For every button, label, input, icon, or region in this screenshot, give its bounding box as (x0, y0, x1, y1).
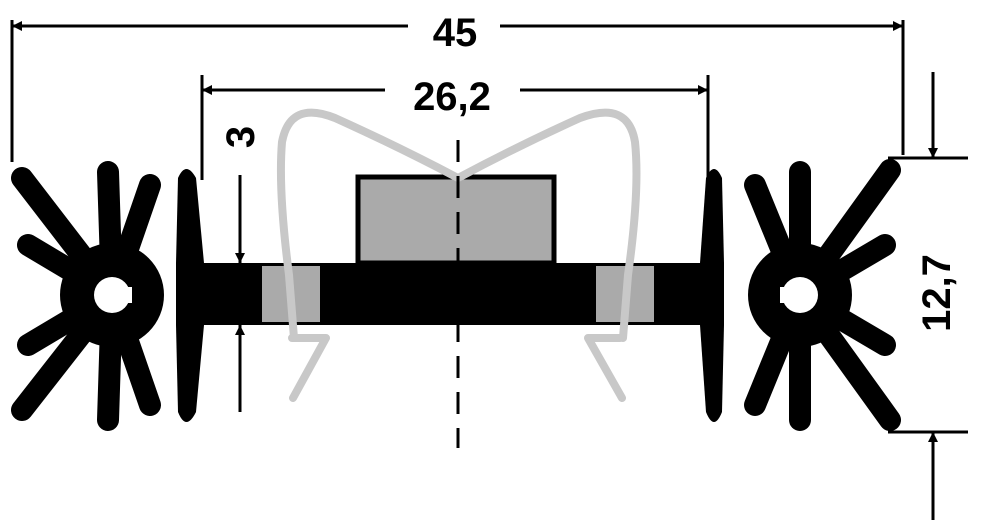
dimension-12-7: 12,7 (888, 72, 968, 520)
right-inner-fin (700, 169, 724, 422)
transistor-package (355, 174, 557, 266)
dimension-45-label: 45 (433, 11, 478, 55)
dimension-26-2-label: 26,2 (413, 75, 491, 119)
dimension-3: 3 (219, 126, 263, 412)
left-inner-fin (176, 169, 204, 422)
dimension-3-label: 3 (219, 126, 263, 148)
dimension-45: 45 (10, 11, 905, 162)
dimension-12-7-label: 12,7 (915, 254, 959, 332)
dimension-26-2: 26,2 (200, 75, 710, 180)
